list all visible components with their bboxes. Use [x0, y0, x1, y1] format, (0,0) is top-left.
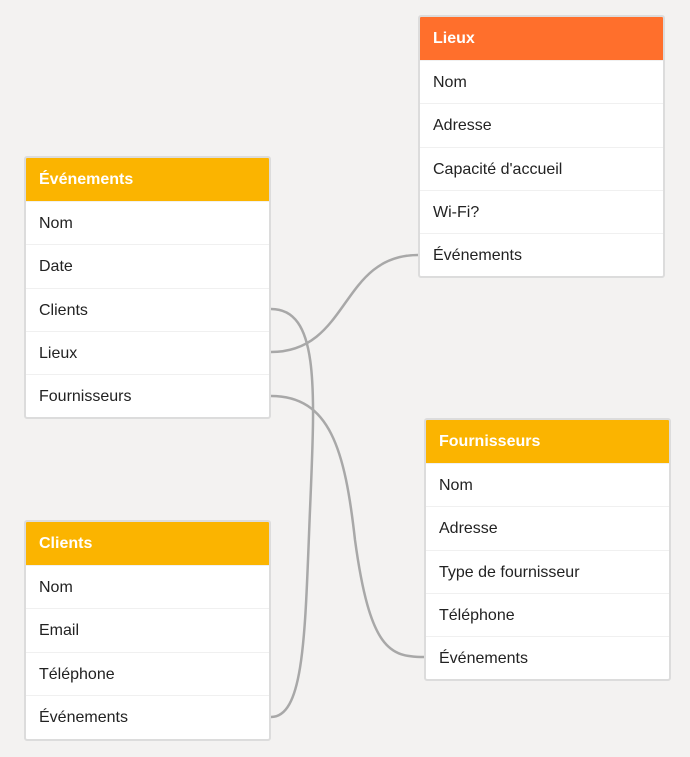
table-evenements[interactable]: Événements Nom Date Clients Lieux Fourni…	[24, 156, 271, 419]
field-date[interactable]: Date	[26, 244, 269, 287]
field-evenements[interactable]: Événements	[26, 694, 269, 738]
field-evenements[interactable]: Événements	[420, 233, 663, 276]
table-header-evenements: Événements	[26, 158, 269, 201]
field-capacite-accueil[interactable]: Capacité d'accueil	[420, 146, 663, 190]
table-lieux[interactable]: Lieux Nom Adresse Capacité d'accueil Wi-…	[418, 15, 665, 278]
field-adresse[interactable]: Adresse	[426, 506, 669, 549]
field-nom[interactable]: Nom	[26, 565, 269, 608]
table-clients[interactable]: Clients Nom Email Téléphone Événements	[24, 520, 271, 741]
table-header-fournisseurs: Fournisseurs	[426, 420, 669, 463]
field-evenements[interactable]: Événements	[426, 636, 669, 679]
field-type-fournisseur[interactable]: Type de fournisseur	[426, 549, 669, 593]
field-email[interactable]: Email	[26, 608, 269, 651]
field-nom[interactable]: Nom	[26, 201, 269, 244]
field-nom[interactable]: Nom	[426, 463, 669, 506]
link-evenements-lieux	[270, 253, 419, 354]
field-adresse[interactable]: Adresse	[420, 103, 663, 146]
table-header-clients: Clients	[26, 522, 269, 565]
link-evenements-clients	[270, 307, 315, 719]
field-wifi[interactable]: Wi-Fi?	[420, 189, 663, 233]
field-fournisseurs[interactable]: Fournisseurs	[26, 374, 269, 417]
field-telephone[interactable]: Téléphone	[426, 592, 669, 636]
table-header-lieux: Lieux	[420, 17, 663, 60]
field-lieux[interactable]: Lieux	[26, 330, 269, 374]
field-telephone[interactable]: Téléphone	[26, 651, 269, 695]
field-nom[interactable]: Nom	[420, 60, 663, 103]
link-evenements-fournisseurs	[270, 394, 425, 659]
table-fournisseurs[interactable]: Fournisseurs Nom Adresse Type de fournis…	[424, 418, 671, 681]
field-clients[interactable]: Clients	[26, 287, 269, 331]
